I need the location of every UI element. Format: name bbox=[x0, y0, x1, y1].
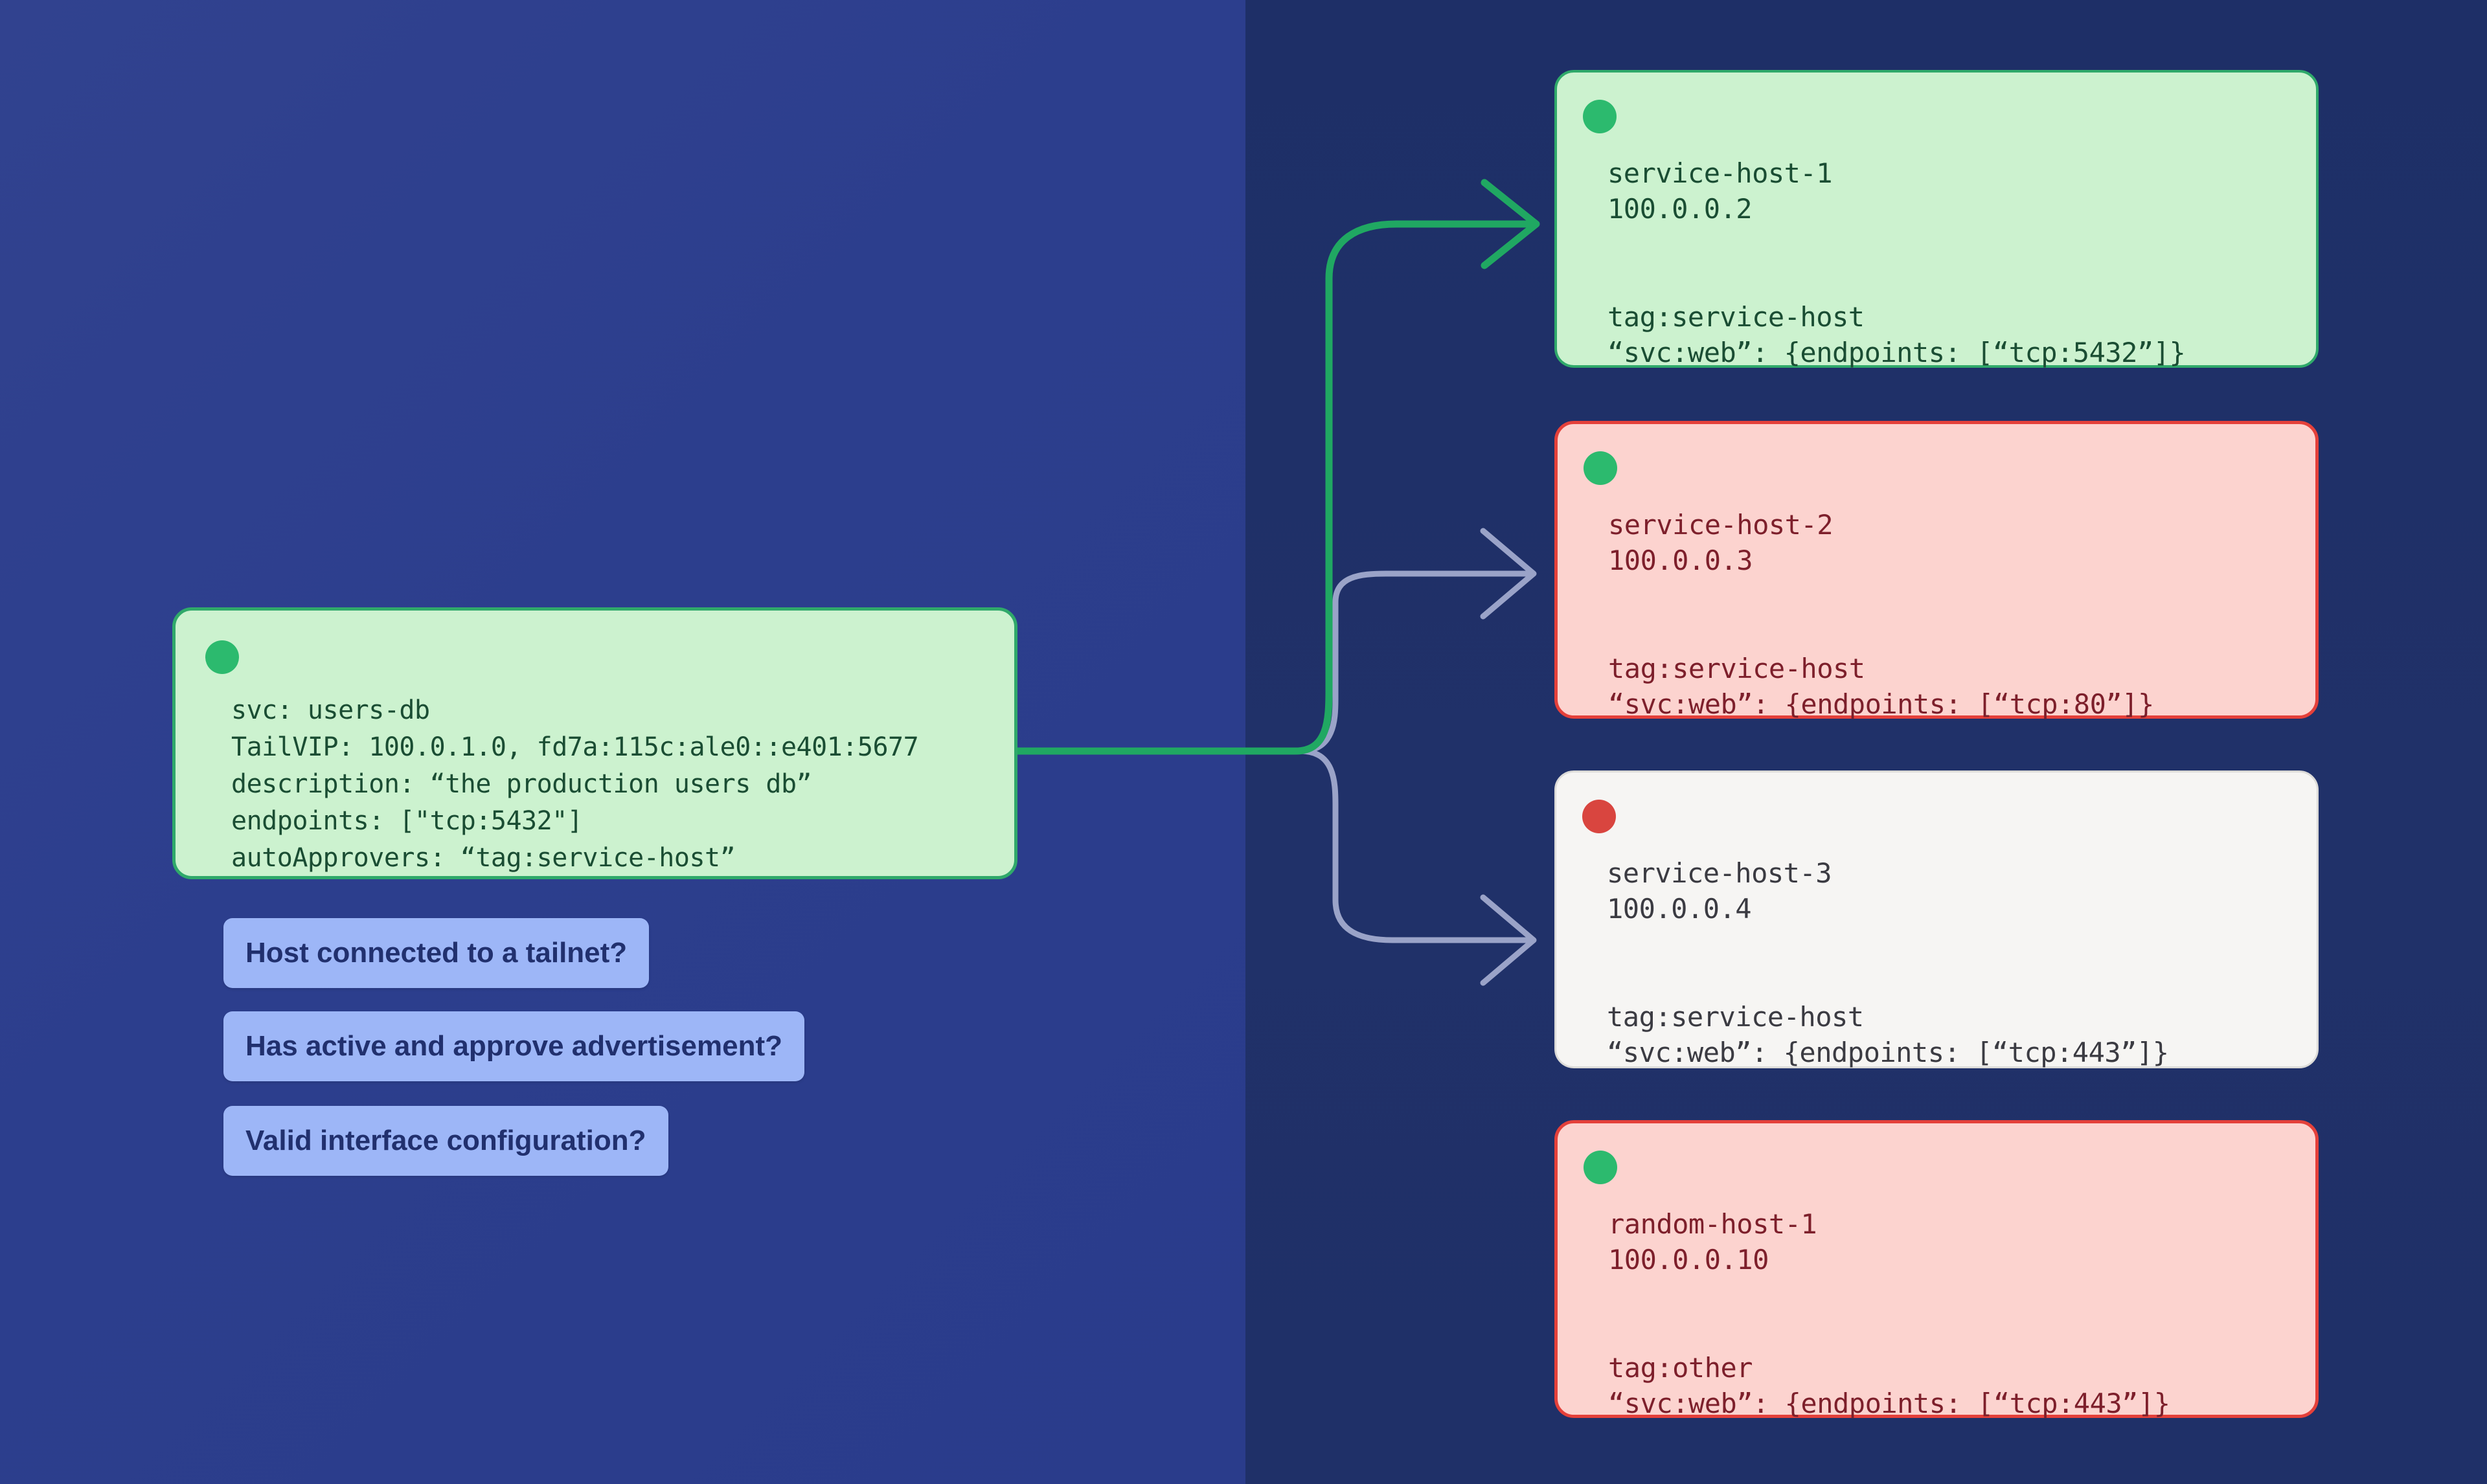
host-tag: tag:other bbox=[1608, 1352, 1753, 1384]
host-identity: service-host-3 100.0.0.4 bbox=[1607, 855, 1832, 927]
check-pill-host-connected[interactable]: Host connected to a tailnet? bbox=[223, 918, 650, 988]
status-dot-ok bbox=[1583, 100, 1617, 133]
host-tag: tag:service-host bbox=[1608, 653, 1865, 684]
host-identity: service-host-2 100.0.0.3 bbox=[1608, 507, 1834, 578]
host-endpoints: “svc:web”: {endpoints: [“tcp:80”]} bbox=[1608, 688, 2154, 720]
host-tag: tag:service-host bbox=[1607, 301, 1865, 333]
host-name: service-host-1 bbox=[1607, 157, 1833, 189]
host-identity: service-host-1 100.0.0.2 bbox=[1607, 155, 1833, 227]
check-pill-valid-interface[interactable]: Valid interface configuration? bbox=[223, 1106, 668, 1176]
host-card-random-host-1[interactable]: random-host-1 100.0.0.10 tag:other “svc:we… bbox=[1554, 1120, 2319, 1421]
host-name: service-host-3 bbox=[1607, 857, 1832, 889]
check-pill-active-advertisement[interactable]: Has active and approve advertisement? bbox=[223, 1011, 804, 1081]
host-card-service-host-2[interactable]: service-host-2 100.0.0.3 tag:service-host… bbox=[1554, 421, 2319, 722]
edge-to-service-host-2 bbox=[1014, 528, 1537, 754]
status-dot-ok bbox=[1584, 1151, 1617, 1184]
edge-to-service-host-3 bbox=[1014, 748, 1537, 986]
host-name: service-host-2 bbox=[1608, 509, 1834, 541]
status-dot-ok bbox=[1584, 451, 1617, 485]
host-card-service-host-1[interactable]: service-host-1 100.0.0.2 tag:service-host… bbox=[1554, 70, 2319, 368]
host-tag: tag:service-host bbox=[1607, 1001, 1864, 1033]
host-advertisement: tag:service-host “svc:web”: {endpoints: [… bbox=[1607, 999, 2169, 1070]
host-ip: 100.0.0.4 bbox=[1607, 893, 1752, 925]
host-ip: 100.0.0.2 bbox=[1607, 193, 1753, 225]
edge-to-service-host-1 bbox=[1014, 179, 1540, 755]
host-ip: 100.0.0.3 bbox=[1608, 545, 1753, 576]
host-endpoints: “svc:web”: {endpoints: [“tcp:443”]} bbox=[1607, 1037, 2169, 1068]
status-dot-bad bbox=[1582, 800, 1616, 833]
host-endpoints: “svc:web”: {endpoints: [“tcp:5432”]} bbox=[1607, 337, 2186, 368]
host-card-service-host-3[interactable]: service-host-3 100.0.0.4 tag:service-host… bbox=[1554, 770, 2319, 1068]
service-definition-text: svc: users-db TailVIP: 100.0.1.0, fd7a:1… bbox=[231, 695, 919, 873]
host-endpoints: “svc:web”: {endpoints: [“tcp:443”]} bbox=[1608, 1388, 2170, 1419]
host-advertisement: tag:other “svc:web”: {endpoints: [“tcp:44… bbox=[1608, 1350, 2170, 1421]
service-definition-card[interactable]: svc: users-db TailVIP: 100.0.1.0, fd7a:1… bbox=[172, 607, 1017, 879]
host-identity: random-host-1 100.0.0.10 bbox=[1608, 1206, 1817, 1277]
host-advertisement: tag:service-host “svc:web”: {endpoints: [… bbox=[1607, 299, 2186, 370]
host-ip: 100.0.0.10 bbox=[1608, 1244, 1769, 1276]
host-name: random-host-1 bbox=[1608, 1208, 1817, 1240]
status-dot-ok bbox=[205, 640, 239, 674]
host-advertisement: tag:service-host “svc:web”: {endpoints: [… bbox=[1608, 651, 2154, 722]
